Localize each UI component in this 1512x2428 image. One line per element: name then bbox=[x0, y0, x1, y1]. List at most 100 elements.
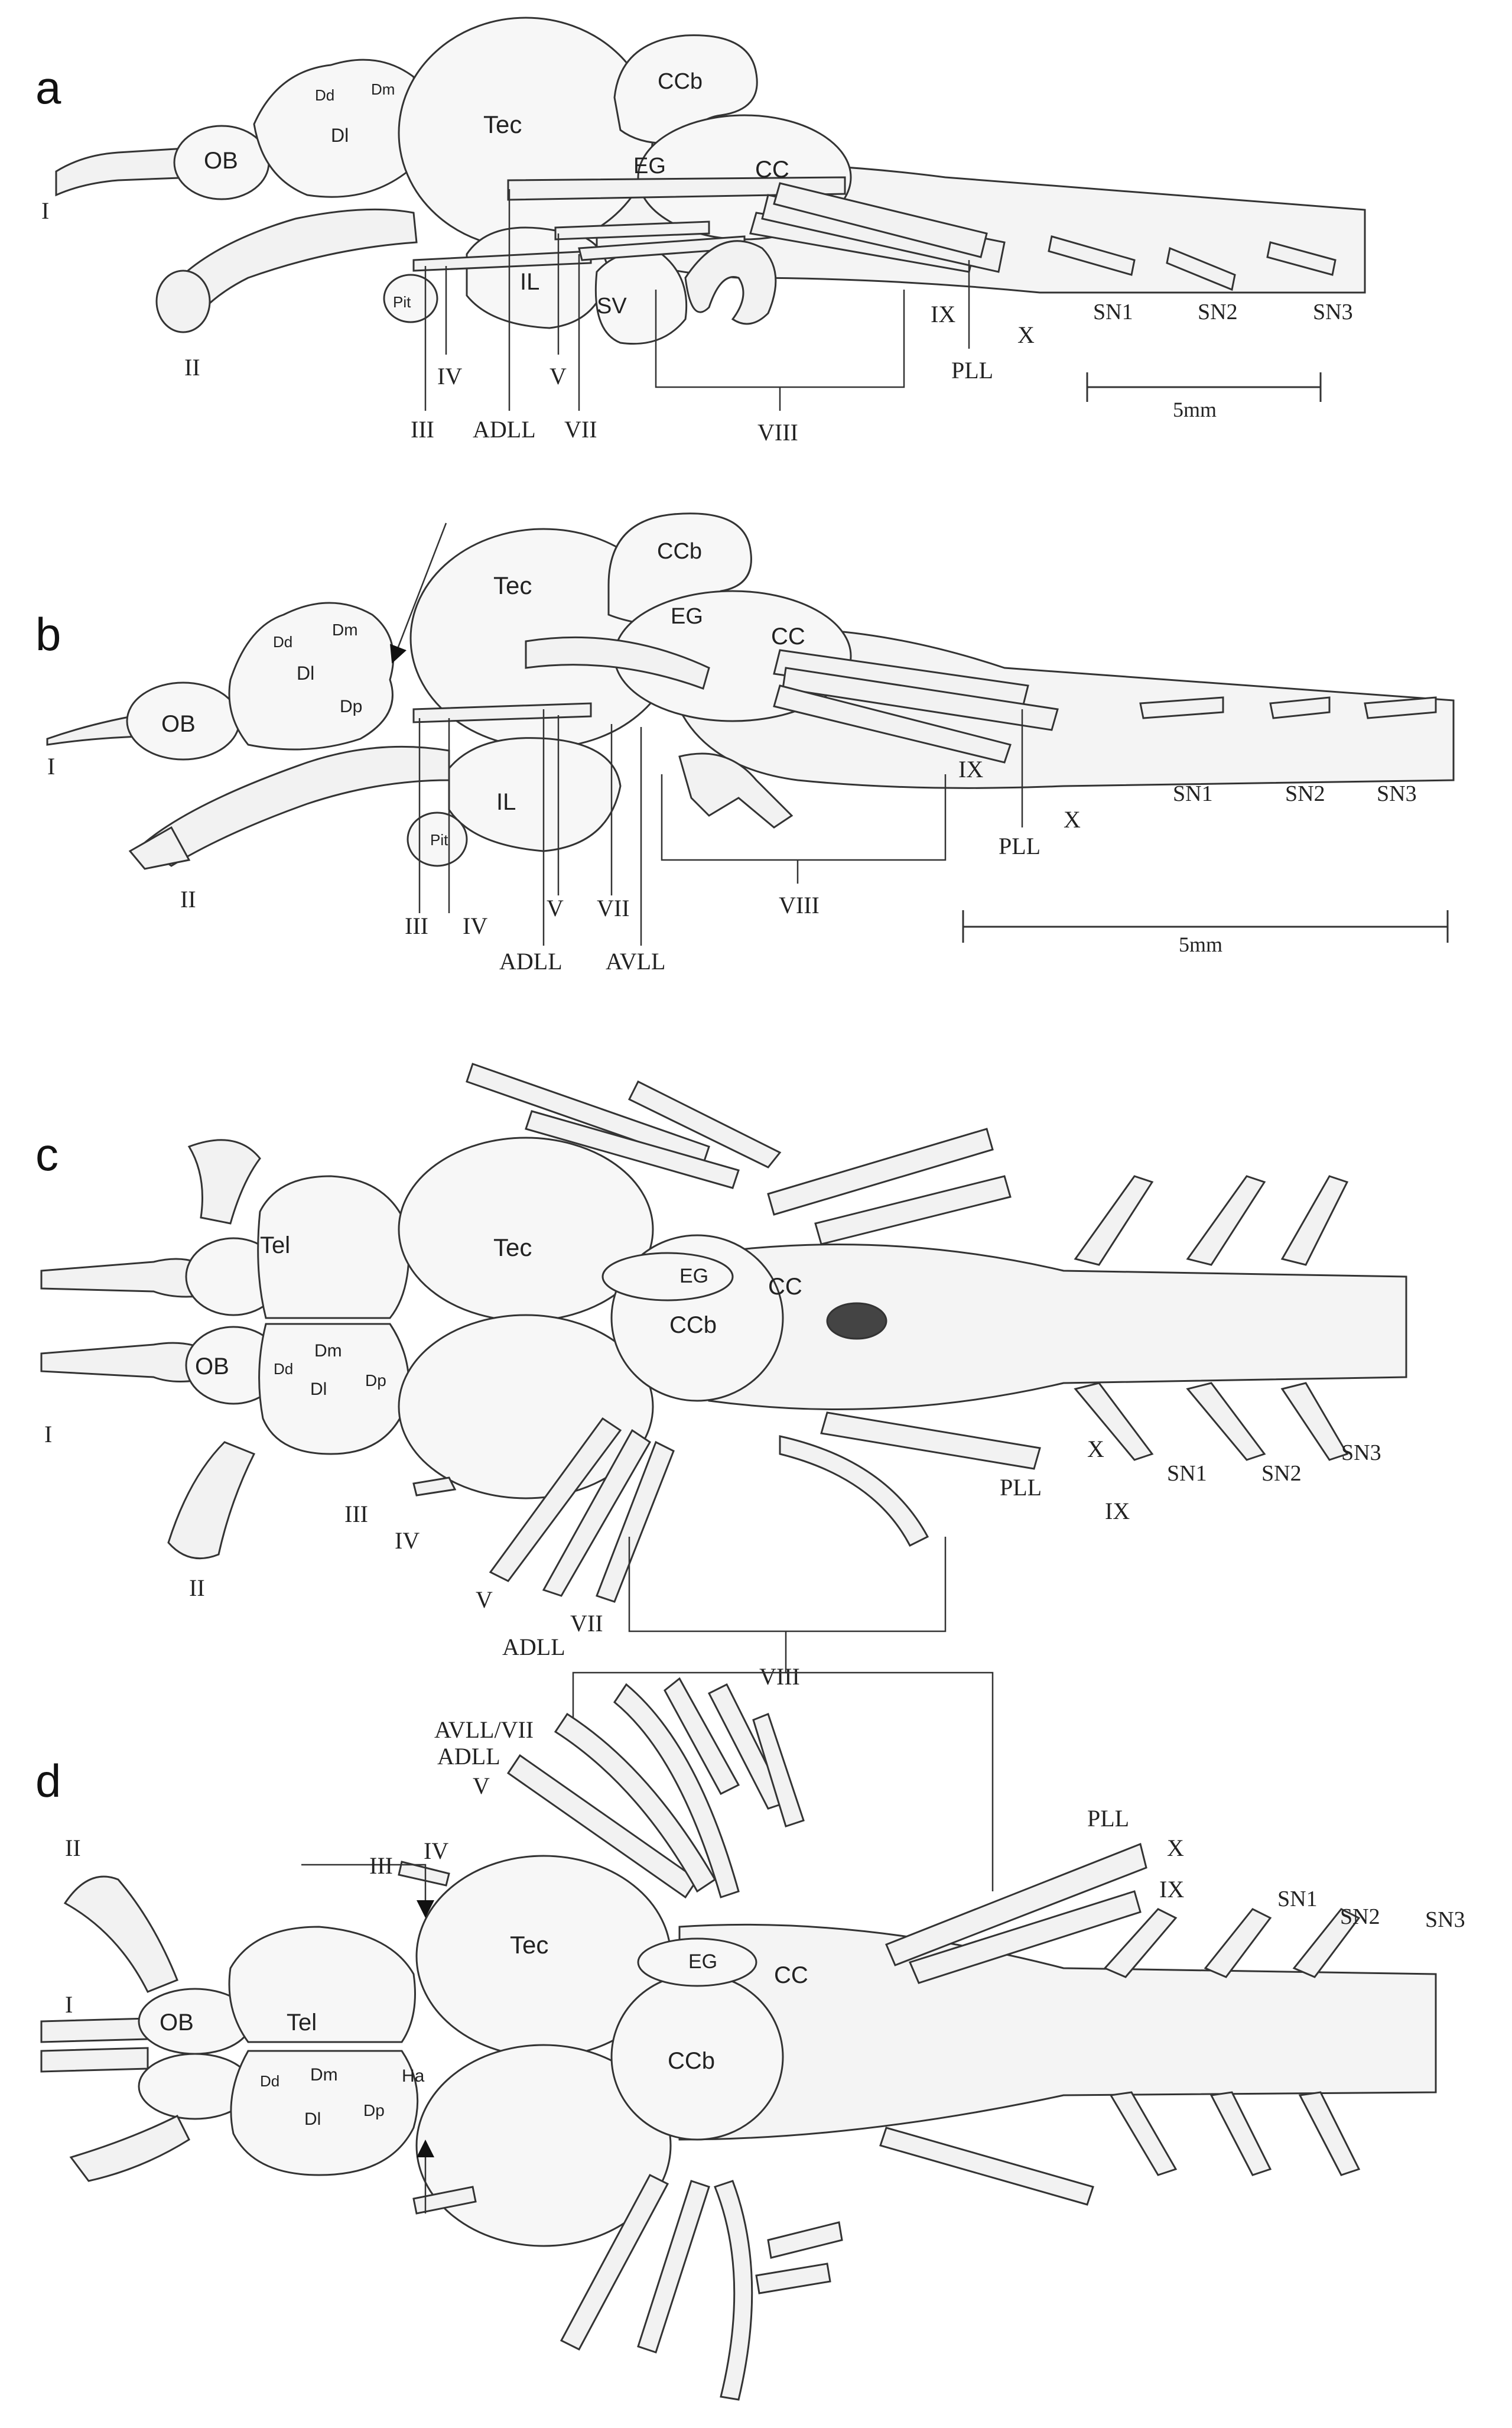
panel-a: a bbox=[35, 17, 1366, 446]
upper-spinal-1 bbox=[1103, 1908, 1178, 1978]
label-ix: IX bbox=[1159, 1876, 1184, 1903]
panel-a-drawing bbox=[55, 17, 1366, 345]
upper-spinal-1 bbox=[1074, 1175, 1154, 1266]
lower-spinal-2 bbox=[1209, 2091, 1272, 2176]
label-ccb: CCb bbox=[657, 539, 702, 564]
lower-nerve-v bbox=[489, 1417, 622, 1582]
pll-nerve-shape bbox=[773, 182, 988, 258]
label-ccb: CCb bbox=[668, 2048, 715, 2074]
upper-nerve-4 bbox=[664, 1677, 740, 1795]
label-i: I bbox=[65, 1991, 73, 2018]
upper-nerve-x bbox=[908, 1890, 1142, 1984]
lower-nerve-1 bbox=[560, 2174, 669, 2351]
trigeminal-nerve-shape bbox=[554, 220, 710, 241]
inferior-lobe-shape bbox=[448, 737, 622, 852]
upper-spinal-3 bbox=[1292, 1908, 1361, 1978]
panel-letter: b bbox=[35, 608, 61, 660]
label-eg: EG bbox=[679, 1265, 708, 1287]
label-cc: CC bbox=[755, 157, 789, 183]
label-ob: OB bbox=[161, 711, 196, 737]
telencephalon-shape bbox=[228, 602, 395, 751]
olfactory-nerve-shape bbox=[55, 147, 196, 197]
brainstem-shape bbox=[708, 1243, 1407, 1411]
label-i: I bbox=[41, 197, 49, 224]
label-sn2: SN2 bbox=[1285, 781, 1325, 806]
label-v: V bbox=[547, 895, 564, 921]
label-viii: VIII bbox=[757, 419, 798, 446]
pituitary-shape bbox=[383, 274, 438, 323]
optic-nerve-cut bbox=[155, 270, 211, 333]
arrow-d-upper bbox=[301, 1864, 434, 1918]
label-tec: Tec bbox=[483, 111, 522, 138]
label-x: X bbox=[1064, 806, 1081, 833]
label-iii: III bbox=[344, 1501, 368, 1527]
panel-c: c bbox=[35, 1063, 1407, 1690]
label-ix: IX bbox=[931, 301, 955, 327]
label-dl: Dl bbox=[297, 663, 314, 684]
label-adll: ADLL bbox=[473, 416, 536, 443]
label-viii: VIII bbox=[759, 1663, 800, 1690]
arrow-b bbox=[390, 522, 447, 664]
eminentia-granularis-shape bbox=[601, 1252, 734, 1301]
optic-nerve-upper bbox=[63, 1875, 178, 1993]
adll-nerve-shape bbox=[525, 636, 710, 690]
ix-nerve-shape bbox=[773, 684, 1012, 764]
label-ccb: CCb bbox=[658, 69, 703, 94]
sn2-nerve-shape bbox=[1166, 246, 1236, 291]
eminentia-granularis-shape bbox=[637, 1937, 757, 1987]
label-sn2: SN2 bbox=[1340, 1904, 1380, 1929]
label-ob: OB bbox=[204, 148, 238, 174]
upper-nerve-2 bbox=[525, 1110, 740, 1189]
label-vii: VII bbox=[570, 1610, 603, 1637]
label-sn1: SN1 bbox=[1167, 1461, 1207, 1486]
panel-d: d bbox=[35, 1655, 1465, 2401]
label-i: I bbox=[47, 753, 55, 780]
label-ob: OB bbox=[160, 2010, 194, 2036]
label-il: IL bbox=[496, 789, 516, 815]
lower-nerve-3 bbox=[714, 2180, 753, 2401]
panel-b-drawing bbox=[46, 512, 1455, 870]
label-ix: IX bbox=[958, 756, 983, 783]
label-tel: Tel bbox=[287, 2010, 317, 2036]
lower-spinal-1 bbox=[1074, 1382, 1154, 1461]
label-pll: PLL bbox=[951, 357, 993, 384]
fourth-ventricle-shape bbox=[826, 1302, 887, 1340]
panel-letter: a bbox=[35, 61, 61, 113]
label-iii: III bbox=[369, 1852, 393, 1879]
inner-ear-shape bbox=[684, 240, 777, 325]
label-sn3: SN3 bbox=[1341, 1440, 1381, 1465]
label-sv: SV bbox=[597, 294, 627, 319]
label-ccb: CCb bbox=[669, 1312, 717, 1338]
panel-d-drawing bbox=[40, 1677, 1437, 2401]
sn3-nerve-shape bbox=[1266, 241, 1337, 276]
label-iv: IV bbox=[424, 1838, 448, 1864]
upper-nerve-5 bbox=[814, 1175, 1012, 1245]
label-v: V bbox=[473, 1773, 490, 1799]
label-ob: OB bbox=[195, 1353, 229, 1379]
label-dd: Dd bbox=[260, 2072, 279, 2090]
label-i: I bbox=[44, 1421, 52, 1447]
label-eg: EG bbox=[671, 604, 703, 629]
bracket-viii-top-right bbox=[786, 1671, 994, 1891]
pituitary-shape bbox=[407, 812, 468, 867]
label-ii: II bbox=[65, 1835, 81, 1861]
lower-nerve-6 bbox=[879, 2127, 1094, 2206]
upper-nerve-pll bbox=[885, 1842, 1147, 1966]
label-dl: Dl bbox=[310, 1379, 327, 1399]
lower-spinal-3 bbox=[1280, 1382, 1349, 1461]
inner-ear-shape bbox=[678, 752, 794, 829]
label-viii: VIII bbox=[779, 892, 820, 918]
lower-spinal-3 bbox=[1298, 2091, 1361, 2176]
lower-nerve-4 bbox=[767, 2221, 843, 2259]
label-il: IL bbox=[520, 269, 539, 295]
label-pll: PLL bbox=[999, 833, 1040, 859]
lower-nerve-pll bbox=[820, 1411, 1041, 1470]
label-cc: CC bbox=[768, 1274, 802, 1300]
label-x: X bbox=[1017, 322, 1035, 348]
label-pll: PLL bbox=[1087, 1805, 1129, 1832]
optic-nerve-cut bbox=[128, 826, 191, 870]
scale-bar-b: 5mm bbox=[962, 910, 1449, 956]
upper-spinal-2 bbox=[1204, 1908, 1272, 1978]
label-adll: ADLL bbox=[502, 1634, 565, 1660]
